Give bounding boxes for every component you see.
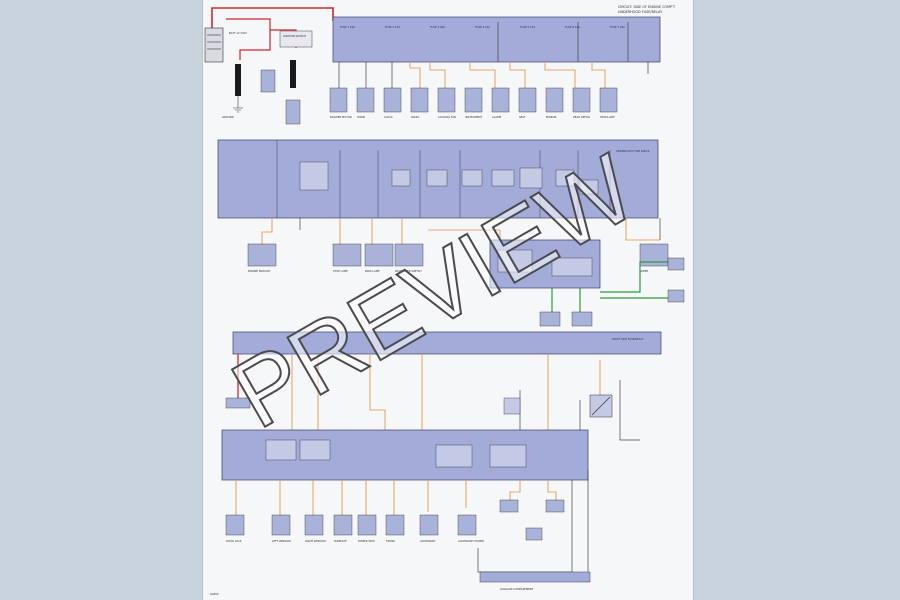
top-load-label: HORN bbox=[357, 115, 365, 119]
battery-icon bbox=[204, 27, 224, 63]
ignition-switch bbox=[279, 30, 313, 48]
lower-load-box bbox=[271, 514, 291, 536]
fusible-link-2 bbox=[290, 60, 296, 88]
mid-load-box bbox=[394, 243, 424, 267]
lower-load-box bbox=[333, 514, 353, 536]
top-load-box bbox=[329, 87, 348, 113]
top-fuse-labels: FUSE 1 10A FUSE 2 15A FUSE 3 20A FUSE 4 10A… bbox=[340, 25, 625, 29]
mid-load-label: ENGINE MODULE bbox=[248, 269, 270, 273]
lower-load-label: LEFT WINDOW bbox=[272, 539, 291, 543]
top-load-label: REAR DEFOG bbox=[573, 115, 590, 119]
mid-load-label: PARK LAMP bbox=[365, 269, 380, 273]
footer-id: G0456 bbox=[210, 592, 219, 596]
top-fuse-label: FUSE 3 20A bbox=[430, 25, 445, 29]
top-load-row: BLOWER MOTOR HORN CLOCK RADIO COOLING FAN INS… bbox=[329, 87, 618, 119]
lower-block-right-label: RIGHT SIDE FUSE/RELAY bbox=[612, 337, 644, 341]
mid-load-label: WIPER bbox=[640, 269, 649, 273]
top-load-box bbox=[410, 87, 429, 113]
lower-load-box bbox=[457, 514, 477, 536]
top-load-label: BLOWER MOTOR bbox=[330, 115, 352, 119]
top-load-box bbox=[572, 87, 591, 113]
top-load-label: CLOCK bbox=[384, 115, 393, 119]
top-fuse-label: FUSE 5 15A bbox=[520, 25, 535, 29]
top-load-label: COOLING FAN bbox=[438, 115, 456, 119]
mid-load-box bbox=[364, 243, 394, 267]
green-signal-wires bbox=[551, 261, 668, 312]
ignition-feed-wire bbox=[226, 18, 271, 60]
luggage-label: LUGGAGE COMPARTMENT bbox=[500, 587, 534, 591]
lower-load-label: ACCESSORY bbox=[420, 539, 436, 543]
lower-load-label: POWER SEAT bbox=[358, 539, 375, 543]
luggage-block bbox=[479, 571, 591, 583]
header-line-1: CIRCUIT: SIDE OF ENGINE COMP'T bbox=[618, 5, 676, 9]
battery-feed-wire bbox=[211, 7, 334, 38]
lower-load-label: RIGHT WINDOW bbox=[305, 539, 326, 543]
lower-load-box bbox=[385, 514, 405, 536]
lower-load-label: DOOR LOCK bbox=[226, 539, 242, 543]
top-fuse-label: FUSE 1 10A bbox=[340, 25, 355, 29]
top-load-box bbox=[599, 87, 618, 113]
top-load-label: RADIO bbox=[411, 115, 419, 119]
lower-load-box bbox=[225, 514, 245, 536]
mid-load-label: STOP LAMP bbox=[333, 269, 348, 273]
lower-load-box bbox=[357, 514, 377, 536]
top-load-box bbox=[383, 87, 402, 113]
lower-load-label: TRUNK bbox=[386, 539, 395, 543]
top-load-label: HEADLAMP bbox=[600, 115, 615, 119]
lower-load-row: DOOR LOCK LEFT WINDOW RIGHT WINDOW SUNROOF P… bbox=[225, 514, 484, 543]
lower-load-label: SUNROOF bbox=[334, 539, 347, 543]
top-fuse-label: FUSE 2 15A bbox=[385, 25, 400, 29]
top-fuse-block bbox=[332, 16, 661, 63]
ground-label: GROUND bbox=[222, 115, 234, 119]
mid-block-right-label: UNDERDASH FUSE BLOCK bbox=[616, 149, 650, 153]
fusible-link-1 bbox=[235, 64, 241, 96]
top-load-label: MIRROR bbox=[546, 115, 557, 119]
top-fuse-label: FUSE 6 10A bbox=[565, 25, 580, 29]
top-load-box bbox=[491, 87, 510, 113]
top-fuse-label: FUSE 7 20A bbox=[610, 25, 625, 29]
lower-load-box bbox=[304, 514, 324, 536]
mid-load-label: PASSENGER SWITCH bbox=[395, 269, 422, 273]
top-load-box bbox=[464, 87, 483, 113]
top-fuse-label: FUSE 4 10A bbox=[475, 25, 490, 29]
top-load-box bbox=[545, 87, 564, 113]
mid-load-box bbox=[639, 243, 669, 267]
header-line-2: UNDERHOOD FUSE/RELAY bbox=[618, 10, 663, 14]
ground-symbol bbox=[233, 107, 243, 113]
lower-load-box bbox=[419, 514, 439, 536]
mid-load-box bbox=[332, 243, 362, 267]
ignition-label: IGNITION SWITCH bbox=[283, 34, 306, 38]
top-load-box bbox=[437, 87, 456, 113]
top-load-box bbox=[518, 87, 537, 113]
battery-label: BATT 12 VOLT bbox=[229, 31, 247, 35]
mid-load-row: ENGINE MODULE STOP LAMP PARK LAMP PASSENGER… bbox=[247, 243, 669, 273]
top-load-label: SEAT bbox=[519, 115, 526, 119]
mid-load-box bbox=[247, 243, 277, 267]
top-load-label: ALARM bbox=[492, 115, 501, 119]
lower-fuse-block bbox=[232, 331, 662, 355]
top-load-label: INSTRUMENT bbox=[465, 115, 482, 119]
lower-load-label: ACCESSORY POWER bbox=[458, 539, 484, 543]
top-load-box bbox=[356, 87, 375, 113]
